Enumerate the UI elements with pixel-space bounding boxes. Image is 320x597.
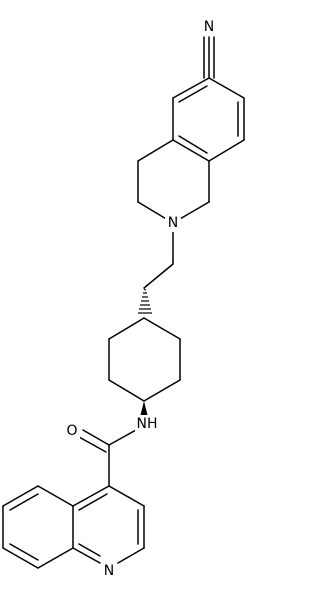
aromatic-bond <box>178 135 208 154</box>
single-bond <box>143 317 181 340</box>
single-bond <box>143 263 174 289</box>
carbonyl-oxygen-label: O <box>66 423 77 439</box>
aromatic-bond <box>178 85 208 103</box>
aromatic-bond <box>2 547 39 569</box>
nitrile-nitrogen-label: N <box>204 19 214 35</box>
aromatic-bond <box>208 77 245 99</box>
single-bond <box>108 379 145 402</box>
aromatic-bond <box>78 493 108 511</box>
aromatic-bond <box>37 485 74 507</box>
aromatic-bond <box>72 485 110 507</box>
single-bond <box>108 317 145 340</box>
atom-labels: N N O NH N <box>64 18 217 580</box>
hashed-wedge-bond <box>138 288 152 314</box>
aromatic-bond <box>108 485 145 507</box>
aromatic-bond <box>78 543 101 557</box>
single-bond <box>108 429 137 446</box>
bonds <box>2 36 245 569</box>
single-bond <box>143 379 181 402</box>
amide-nitrogen-label: NH <box>137 416 158 432</box>
aromatic-bond <box>172 139 210 162</box>
aromatic-bond <box>2 485 39 507</box>
quinoline-nitrogen-label: N <box>104 563 114 579</box>
aromatic-bond <box>117 547 145 564</box>
double-bond <box>82 429 110 446</box>
ring-nitrogen-label: N <box>168 215 178 231</box>
structure-diagram: N N O NH N <box>2 18 245 580</box>
aromatic-bond <box>172 77 210 99</box>
double-bond <box>78 436 107 453</box>
aromatic-bond <box>37 547 74 569</box>
aromatic-bond <box>9 543 39 561</box>
aromatic-bond <box>9 493 39 511</box>
aromatic-bond <box>72 547 101 564</box>
aromatic-bond <box>208 139 245 162</box>
single-bond <box>137 139 174 162</box>
